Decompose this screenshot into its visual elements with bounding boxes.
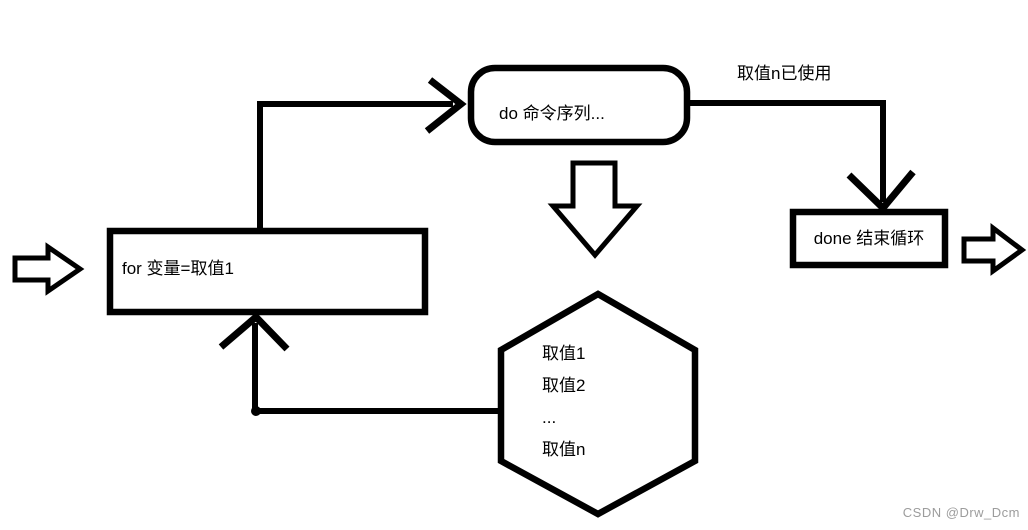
values-hexagon-shape bbox=[497, 290, 699, 518]
arrow-do-to-done bbox=[688, 100, 886, 202]
block-arrow-left-icon bbox=[12, 242, 85, 296]
arrowhead-hexagon-to-for-icon bbox=[218, 312, 290, 352]
arrow-hexagon-to-for bbox=[252, 323, 501, 414]
done-node-label: done 结束循环 bbox=[813, 228, 925, 248]
block-arrow-down-icon bbox=[547, 160, 643, 259]
done-node-shape bbox=[789, 208, 949, 269]
values-hexagon-text: 取值1 取值2 ... 取值n bbox=[542, 338, 585, 466]
hexagon-line: ... bbox=[542, 408, 557, 427]
hexagon-line: 取值2 bbox=[542, 376, 586, 395]
for-node-shape bbox=[106, 227, 429, 316]
do-node-shape bbox=[467, 64, 691, 146]
arrowhead-do-to-done-icon bbox=[846, 169, 916, 214]
junction-dot bbox=[251, 406, 261, 416]
arrow-for-to-do bbox=[257, 101, 453, 229]
for-node-label: for 变量=取值1 bbox=[122, 259, 234, 278]
hexagon-line: 取值1 bbox=[542, 344, 586, 363]
watermark: CSDN @Drw_Dcm bbox=[902, 505, 1020, 520]
edge-label-value-used: 取值n已使用 bbox=[737, 64, 832, 83]
block-arrow-right-icon bbox=[961, 222, 1027, 276]
hexagon-line: 取值n bbox=[542, 440, 586, 459]
do-node-label: do 命令序列... bbox=[499, 104, 605, 123]
arrowhead-for-to-do-icon bbox=[424, 77, 467, 134]
